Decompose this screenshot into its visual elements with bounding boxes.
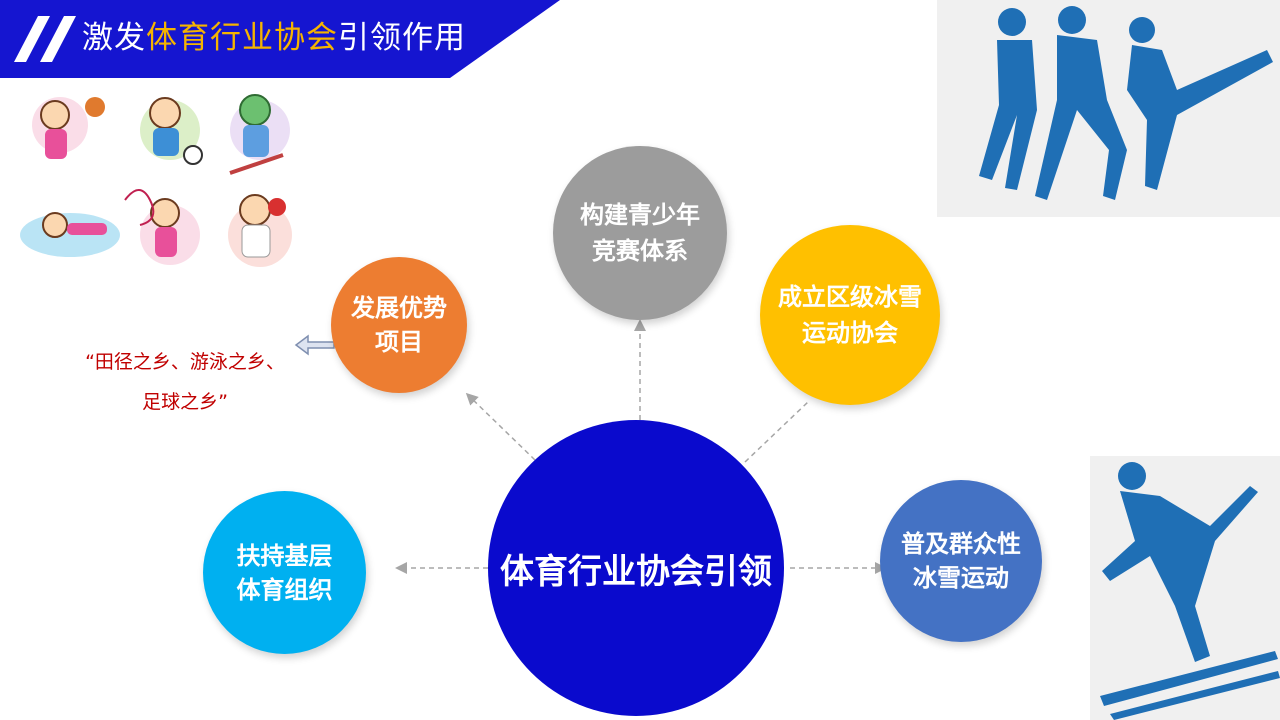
kid-basketball [32, 97, 105, 159]
node-label: 构建青少年 竞赛体系 [580, 201, 700, 265]
slash-mark-icon [40, 16, 76, 62]
kid-skiing [229, 94, 290, 175]
kid-soccer [140, 97, 203, 165]
figure-skaters-illustration [937, 0, 1280, 217]
node-label: 成立区级冰雪 运动协会 [778, 283, 922, 347]
note-arrow-icon [294, 334, 335, 356]
slash-mark-icon [14, 16, 50, 62]
node-label: 扶持基层 体育组织 [236, 541, 333, 604]
page-title: 激发体育行业协会引领作用 [82, 18, 466, 58]
node-label: 发展优势 项目 [351, 294, 447, 356]
skier-illustration [1090, 456, 1280, 720]
node-advantage: 发展优势 项目 [331, 257, 467, 393]
skater-figures [979, 6, 1273, 200]
node-label: 普及群众性 冰雪运动 [901, 530, 1021, 592]
title-suffix: 引领作用 [338, 20, 466, 56]
title-highlight: 体育行业协会 [146, 20, 338, 56]
node-snow-assoc: 成立区级冰雪 运动协会 [760, 225, 940, 405]
skier-figure [1100, 462, 1280, 720]
kid-gymnastics [124, 189, 200, 265]
connector-snow-assoc [744, 401, 809, 463]
title-prefix: 激发 [82, 20, 146, 56]
title-banner: 激发体育行业协会引领作用 [0, 0, 560, 78]
center-label: 体育行业协会引领 [500, 551, 772, 592]
kid-boxing [228, 194, 292, 267]
connector-advantage [465, 392, 536, 461]
node-youth: 构建青少年 竞赛体系 [553, 146, 727, 320]
center-circle: 体育行业协会引领 [488, 420, 784, 716]
node-grassroots: 扶持基层 体育组织 [203, 491, 366, 654]
kid-swimming [20, 212, 120, 257]
banner-background [0, 0, 560, 78]
sports-hometown-note: “田径之乡、游泳之乡、 足球之乡” [85, 351, 285, 413]
kids-sports-illustration [20, 94, 292, 267]
node-popular: 普及群众性 冰雪运动 [880, 480, 1042, 642]
